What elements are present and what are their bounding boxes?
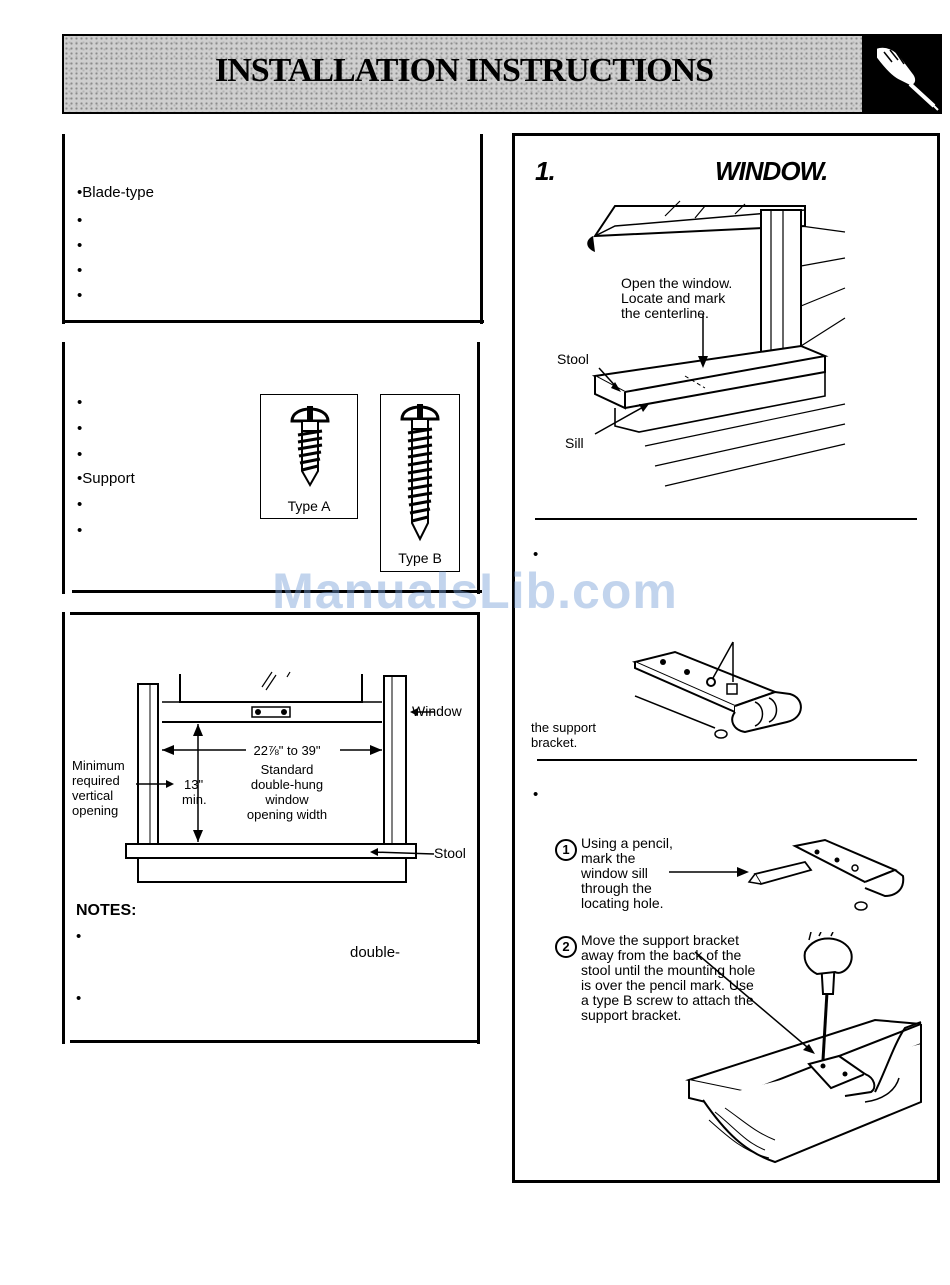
stool-label: Stool (434, 845, 466, 861)
window-opening-diagram (125, 671, 435, 883)
opening-width-range: 22⅞" to 39" (253, 743, 321, 758)
list-item: • (77, 262, 83, 279)
sill-callout: Sill (565, 435, 584, 451)
header-banner: INSTALLATION INSTRUCTIONS (62, 34, 942, 114)
min-opening-label: vertical (72, 788, 114, 803)
panel-bottom-rule (70, 1040, 480, 1043)
substep-a-text: mark the (581, 850, 636, 866)
screw-type-b-box: Type B (380, 394, 460, 572)
opening-height-value: 13" (184, 777, 204, 792)
list-item: • (77, 237, 83, 254)
callout-text: the centerline. (621, 305, 709, 321)
pencil-marking-illustration (669, 838, 905, 911)
panel-right-rule (480, 134, 483, 324)
list-item: • (77, 394, 83, 411)
list-item: •Support (77, 470, 135, 487)
screw-a-icon (290, 406, 330, 488)
substep-b-text: Move the support bracket (581, 932, 739, 948)
step-bullet: • (533, 546, 539, 563)
page-title: INSTALLATION INSTRUCTIONS (214, 52, 714, 89)
opening-height-min: min. (182, 792, 207, 807)
substep-a-text: through the (581, 880, 652, 896)
list-item: • (77, 420, 83, 437)
list-item: •Blade-type (77, 184, 154, 201)
step-title: WINDOW. (715, 156, 828, 186)
substep-a-text: locating hole. (581, 895, 664, 911)
list-item: • (77, 522, 83, 539)
panel-bottom-rule (72, 590, 482, 593)
screw-b-label: Type B (398, 550, 442, 566)
window-opening-panel: Window Stool 22⅞" to 39" Standard double… (62, 612, 482, 1046)
list-item: • (77, 287, 83, 304)
watermark: ManualsLib.com (272, 563, 678, 619)
window-label: Window (412, 703, 462, 719)
substep-a-text: window sill (581, 865, 648, 881)
list-item: • (77, 446, 83, 463)
opening-width-line: window (265, 792, 309, 807)
min-opening-label: opening (72, 803, 119, 818)
step-circle-1: 1 (555, 839, 577, 861)
stool-callout: Stool (557, 351, 589, 367)
window-sill-illustration (587, 200, 846, 487)
panel-top-rule (70, 612, 480, 615)
step-bullet: • (533, 786, 539, 803)
panel-left-rule (62, 134, 65, 324)
list-item: • (77, 212, 83, 229)
step1-panel: 1. WINDOW. Open the window. Locate and m… (512, 133, 940, 1183)
bracket-caption: the support (531, 720, 597, 735)
substep-b-text: away from the back of the (581, 947, 742, 963)
substep-a-text: Using a pencil, (581, 835, 673, 851)
section-divider (537, 759, 917, 761)
opening-width-line: opening width (246, 807, 328, 822)
min-opening-label: Minimum (72, 758, 125, 773)
screw-a-label: Type A (287, 498, 331, 514)
min-opening-label: required (72, 773, 120, 788)
screw-b-icon (400, 404, 440, 542)
bracket-caption: bracket. (531, 735, 578, 750)
parts-panel: • • • •Support • • Type A (62, 342, 482, 594)
screwdriver-attach-illustration (685, 932, 922, 1164)
hand-holding-screwdriver-icon (862, 36, 940, 112)
note-bullet: • (76, 928, 82, 945)
panel-left-rule (62, 342, 65, 594)
panel-right-rule (477, 342, 480, 594)
opening-width-line: double-hung (250, 777, 324, 792)
step-circle-2: 2 (555, 936, 577, 958)
panel-left-rule (62, 612, 65, 1044)
callout-text: Open the window. (621, 275, 733, 291)
step-number: 1. (535, 156, 556, 186)
tools-panel: •Blade-type • • • • (62, 134, 484, 324)
screw-type-a-box: Type A (260, 394, 358, 519)
notes-title: NOTES: (76, 902, 137, 919)
substep-b-text: a type B screw to attach the (581, 992, 754, 1008)
note-bullet: • (76, 990, 82, 1007)
substep-b-text: is over the pencil mark. Use (581, 977, 754, 993)
note-fragment: double- (350, 944, 401, 961)
substep-b-text: support bracket. (581, 1007, 682, 1023)
support-bracket-illustration (631, 641, 802, 739)
panel-right-rule (477, 612, 480, 1044)
panel-bottom-rule (62, 320, 484, 323)
callout-text: Locate and mark (621, 290, 726, 306)
section-divider (535, 518, 917, 520)
opening-width-line: Standard (260, 762, 314, 777)
list-item: • (77, 496, 83, 513)
